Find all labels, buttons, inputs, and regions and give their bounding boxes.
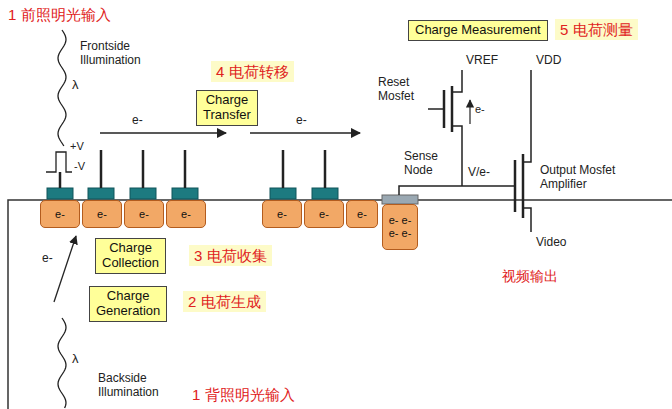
node-text: Charge Collection [102, 241, 159, 271]
component-label: Sense Node [404, 150, 452, 178]
signal-label: V/e- [468, 166, 490, 180]
electron-arrow [54, 236, 76, 302]
illumination-label: Backside Illumination [98, 372, 182, 400]
node-text: 3 电荷收集 [194, 247, 267, 264]
reset-mosfet [428, 70, 462, 186]
light-wave [58, 318, 66, 408]
callout-label: 视频输出 [502, 268, 558, 284]
stage-box: Charge Measurement [408, 20, 548, 41]
transfer-arrow [250, 132, 360, 134]
node-text: 2 电荷生成 [188, 293, 261, 310]
node-text: Charge Measurement [415, 23, 541, 38]
charge-well: e- e- e- e- [382, 204, 418, 250]
node-text: e- [357, 208, 367, 221]
callout-box: 2 电荷生成 [183, 291, 266, 312]
node-text: e- [97, 208, 107, 221]
callout-box: 5 电荷测量 [555, 19, 638, 40]
wavelength-symbol: λ [72, 352, 79, 367]
node-text: e- [277, 208, 287, 221]
charge-well: e- [40, 200, 80, 228]
component-label: Reset Mosfet [378, 76, 426, 104]
component-label: Output Mosfet Amplifier [540, 164, 616, 192]
node-text: 5 电荷测量 [560, 21, 633, 38]
electron-label: e- [132, 114, 143, 128]
output-mosfet [515, 70, 531, 232]
callout-label: 1 前照明光输入 [8, 6, 111, 23]
sense-node-contact [382, 195, 418, 204]
sense-wire [399, 186, 515, 195]
voltage-label: -V [74, 160, 85, 173]
transfer-arrow [100, 132, 226, 134]
silicon-outline [8, 200, 672, 409]
gate-leads [60, 150, 325, 188]
clock-pulse [46, 152, 72, 172]
node-text: e- e- e- e- [386, 214, 414, 239]
charge-well: e- [304, 200, 344, 228]
voltage-label: VDD [536, 54, 561, 68]
charge-well: e- [346, 200, 378, 228]
electron-label: e- [42, 252, 53, 266]
callout-box: 3 电荷收集 [189, 245, 272, 266]
node-text: e- [181, 208, 191, 221]
node-text: Charge Generation [96, 289, 160, 319]
charge-well: e- [166, 200, 206, 228]
node-text: e- [319, 208, 329, 221]
callout-box: 4 电荷转移 [211, 61, 294, 82]
light-wave [58, 30, 66, 146]
illumination-label: Frontside Illumination [80, 40, 164, 68]
charge-well: e- [262, 200, 302, 228]
reset-charge-arrow [469, 100, 470, 124]
stage-box: Charge Generation [89, 286, 167, 322]
stage-box: Charge Transfer [196, 90, 258, 126]
charge-well: e- [124, 200, 164, 228]
wavelength-symbol: λ [72, 78, 79, 93]
stage-box: Charge Collection [95, 238, 166, 274]
voltage-label: VREF [466, 54, 498, 68]
node-text: e- [139, 208, 149, 221]
node-text: 4 电荷转移 [216, 63, 289, 80]
node-text: e- [55, 208, 65, 221]
electron-label: e- [475, 103, 485, 116]
gate-electrodes [47, 188, 338, 199]
voltage-label: +V [70, 140, 84, 153]
signal-label: Video [536, 236, 566, 250]
electron-label: e- [296, 114, 307, 128]
callout-label: 1 背照明光输入 [192, 386, 295, 403]
node-text: Charge Transfer [203, 93, 251, 123]
charge-well: e- [82, 200, 122, 228]
